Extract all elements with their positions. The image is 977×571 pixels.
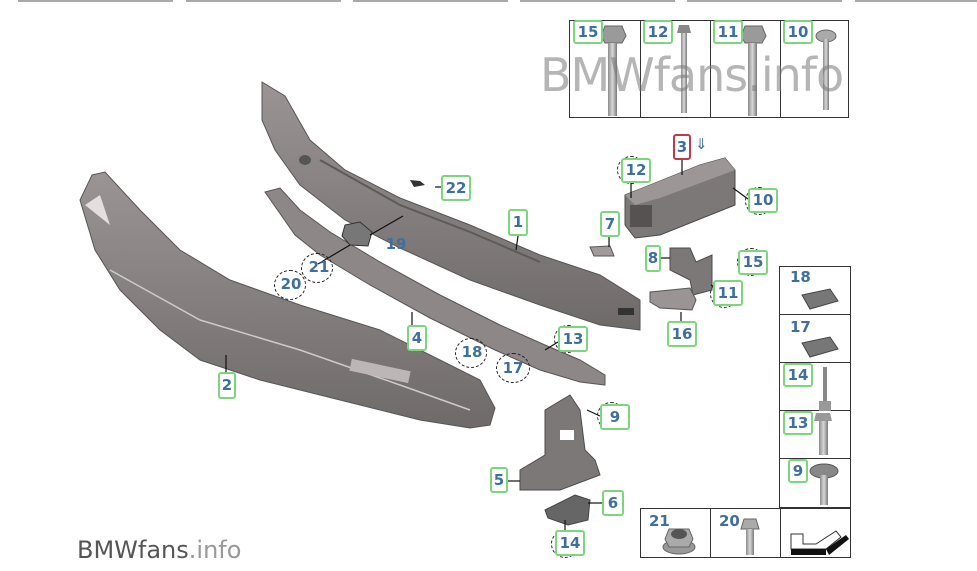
label-20-bottom: 20 <box>719 512 740 530</box>
callout-5[interactable]: 5 <box>490 467 508 493</box>
callout-4[interactable]: 4 <box>407 325 427 351</box>
fastener-cell[interactable] <box>641 21 711 117</box>
nav-arrow-icon <box>790 530 849 555</box>
callout-6[interactable]: 6 <box>602 490 624 516</box>
top-tab-bar <box>186 0 341 2</box>
part-4-lower-beam <box>264 187 606 386</box>
top-tab-bar <box>687 0 842 2</box>
callout-22[interactable]: 22 <box>441 175 471 201</box>
callout-8[interactable]: 8 <box>645 245 661 272</box>
callout-9[interactable]: 9 <box>600 404 630 430</box>
part-2-impact-absorber <box>79 171 496 429</box>
callout-3[interactable]: 3 <box>673 134 691 160</box>
top-tab-bar <box>520 0 675 2</box>
part-3-bracket <box>624 157 736 239</box>
callout-2[interactable]: 2 <box>218 372 236 399</box>
callout-15-top[interactable]: 15 <box>573 20 603 44</box>
callout-14-right[interactable]: 14 <box>783 363 813 387</box>
watermark-bottom: BMWfans.info <box>77 536 241 564</box>
fastener-cell[interactable] <box>711 509 781 557</box>
watermark-suffix: .info <box>188 536 242 564</box>
fastener-cell[interactable] <box>711 21 781 117</box>
callout-10-top[interactable]: 10 <box>783 20 813 44</box>
watermark-brand: BMWfans <box>77 536 189 564</box>
fastener-cell[interactable] <box>780 411 850 459</box>
callout-20[interactable]: 20 <box>280 274 302 293</box>
callout-9-right[interactable]: 9 <box>788 459 808 483</box>
label-17-right: 17 <box>790 318 811 336</box>
fastener-panel-bottom <box>640 508 851 558</box>
top-tab-bar <box>855 0 977 2</box>
fastener-cell[interactable] <box>780 267 850 315</box>
callout-15[interactable]: 15 <box>738 250 768 275</box>
part-7-plate <box>589 245 615 257</box>
callout-21[interactable]: 21 <box>308 257 330 276</box>
dashed-ring <box>274 270 306 300</box>
label-21-bottom: 21 <box>649 512 670 530</box>
watermark-top: BMWfans.info <box>540 48 844 102</box>
callout-16[interactable]: 16 <box>667 321 697 347</box>
dashed-ring <box>301 253 333 283</box>
part-1-bumper-carrier <box>261 81 641 331</box>
callout-1[interactable]: 1 <box>508 209 528 236</box>
callout-11-top[interactable]: 11 <box>713 20 743 44</box>
callout-14[interactable]: 14 <box>555 530 585 556</box>
part-8-bracket <box>669 247 713 296</box>
callout-12-top[interactable]: 12 <box>643 20 673 44</box>
down-arrow-icon: ⇓ <box>695 135 708 153</box>
callout-10[interactable]: 10 <box>748 188 778 213</box>
fastener-cell[interactable] <box>780 315 850 363</box>
part-16-cap <box>649 287 697 311</box>
dashed-ring <box>455 338 487 368</box>
part-5-bracket <box>519 394 601 491</box>
callout-18[interactable]: 18 <box>461 342 483 361</box>
fastener-cell[interactable] <box>641 509 711 557</box>
fastener-right-icons <box>801 288 839 505</box>
callout-12[interactable]: 12 <box>621 158 651 183</box>
top-tab-bar <box>18 0 173 2</box>
top-tab-bar <box>353 0 508 2</box>
callout-11[interactable]: 11 <box>713 280 743 306</box>
fastener-bottom-icons <box>662 518 849 555</box>
callout-17[interactable]: 17 <box>502 358 524 377</box>
callout-19[interactable]: 19 <box>385 234 407 253</box>
callout-13-right[interactable]: 13 <box>783 411 813 435</box>
part-6-cover <box>544 494 591 526</box>
callout-7[interactable]: 7 <box>600 211 620 237</box>
fastener-cell[interactable] <box>570 21 641 117</box>
callout-13[interactable]: 13 <box>558 326 588 352</box>
fastener-cell[interactable] <box>780 363 850 411</box>
fastener-bolts-icons <box>600 25 837 116</box>
dashed-ring <box>496 353 530 383</box>
label-18-right: 18 <box>790 268 811 286</box>
part-22-strip <box>410 180 425 187</box>
